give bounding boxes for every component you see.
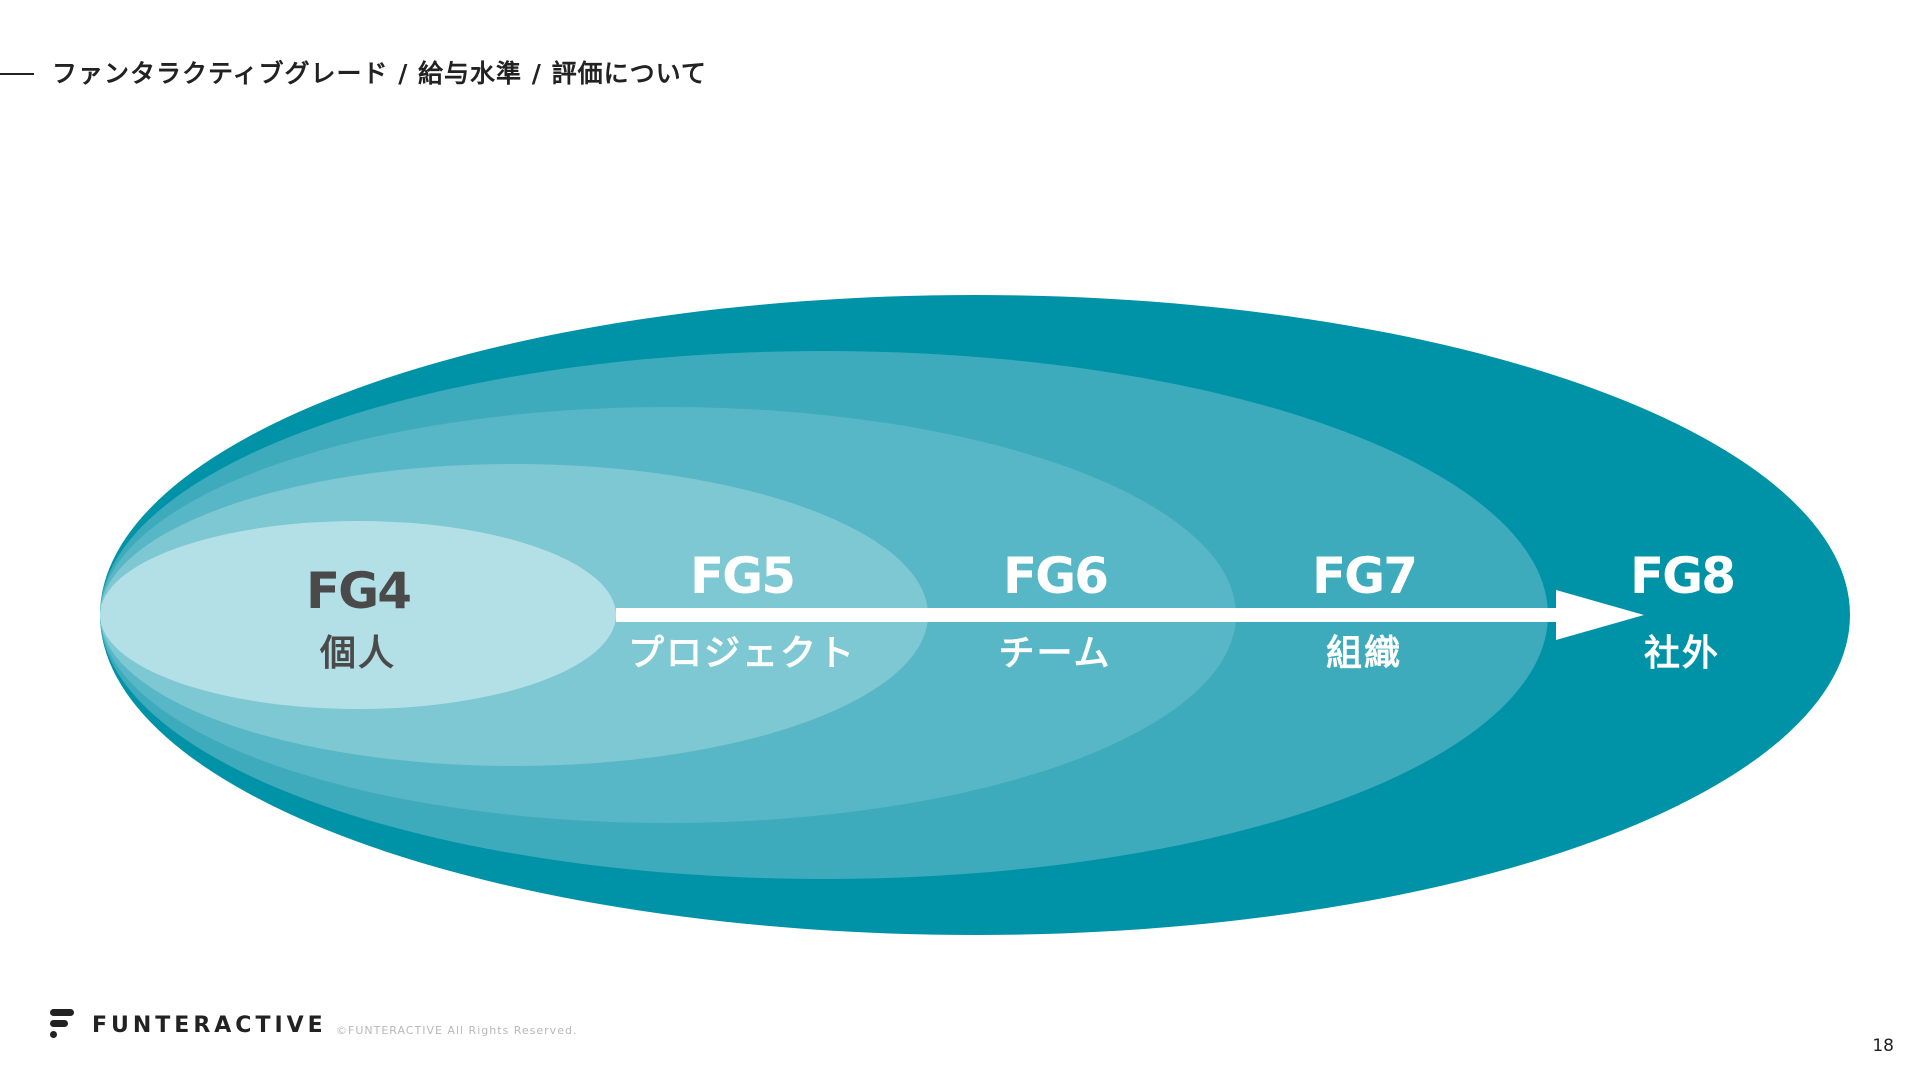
page-title: ファンタラクティブグレード / 給与水準 / 評価について <box>52 59 707 88</box>
level-code-fg6: FG6 <box>1003 547 1107 605</box>
scope-ellipse-fg4 <box>100 521 616 709</box>
header-rule <box>0 73 34 75</box>
footer-copyright: ©FUNTERACTIVE All Rights Reserved. <box>336 1024 578 1037</box>
footer-brand: FUNTERACTIVE <box>92 1013 327 1038</box>
level-code-fg4: FG4 <box>306 562 410 620</box>
level-label-fg8: 社外 <box>1644 633 1720 674</box>
level-label-fg6: チーム <box>999 633 1112 674</box>
funteractive-logo-icon <box>50 1009 74 1038</box>
growth-arrow-head <box>1556 590 1644 640</box>
level-label-fg5: プロジェクト <box>628 633 856 674</box>
level-code-fg5: FG5 <box>690 547 794 605</box>
page-number: 18 <box>1872 1036 1894 1056</box>
level-code-fg8: FG8 <box>1630 547 1734 605</box>
level-label-fg7: 組織 <box>1326 633 1402 674</box>
growth-arrow-shaft <box>616 608 1558 622</box>
level-code-fg7: FG7 <box>1312 547 1416 605</box>
level-label-fg4: 個人 <box>319 633 396 674</box>
